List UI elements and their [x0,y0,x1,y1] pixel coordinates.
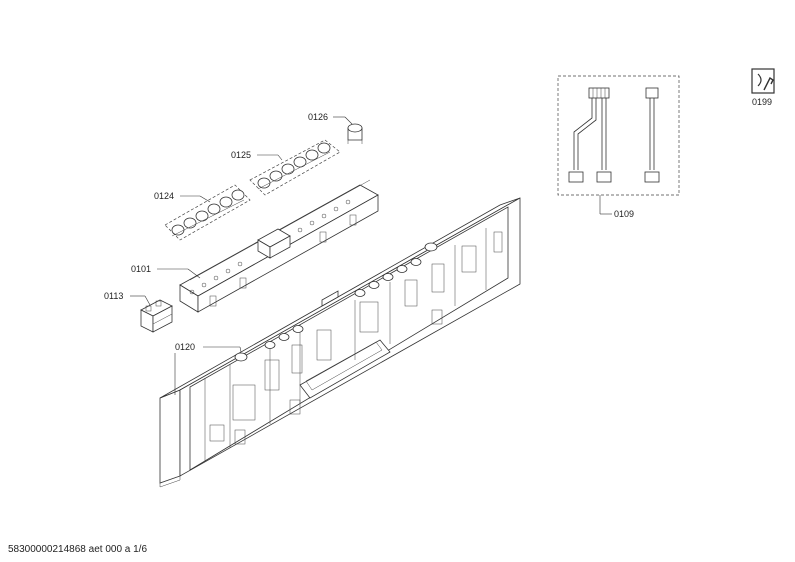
connector-block [140,299,173,333]
part-label-0120: 0120 [175,342,195,352]
part-label-0124: 0124 [154,191,174,201]
control-panel-frame [159,197,521,488]
wrench-manual-icon [751,68,775,94]
part-label-0113: 0113 [104,291,123,301]
cable-harness-group [557,75,680,215]
part-label-0126: 0126 [308,112,328,122]
part-label-0125: 0125 [231,150,251,160]
part-label-0109: 0109 [614,209,634,219]
control-module [179,179,379,313]
button-strip-right [249,139,341,196]
single-button [347,123,363,144]
leader-lines [130,116,353,395]
document-id: 58300000214868 aet 000 a 1/6 [8,544,148,555]
part-label-0101: 0101 [131,264,151,274]
button-strip-left [164,184,251,241]
part-label-0199: 0199 [752,97,772,107]
